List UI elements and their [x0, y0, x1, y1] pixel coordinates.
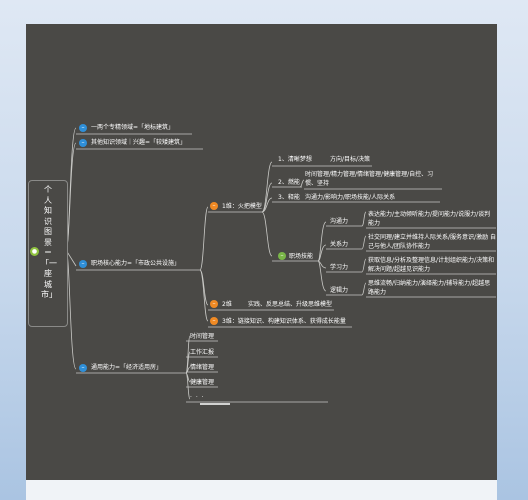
skill-name[interactable]: 逻辑力 [330, 287, 349, 294]
minus-icon[interactable]: – [79, 124, 87, 132]
more-items-ellipsis[interactable]: · · · [190, 394, 205, 401]
main-node-core-ability[interactable]: 职场核心能力=「市政公共设施」 [91, 260, 181, 267]
root-node[interactable]: ● 个人知识图景＝「一座城市」 [28, 180, 68, 327]
minus-icon[interactable]: – [210, 300, 218, 308]
main-node-interests[interactable]: 其他知识领域｜兴趣=「较矮建筑」 [91, 139, 187, 146]
skill-name[interactable]: 沟通力 [330, 218, 349, 225]
torch-mfuel-text: 沟通力/影响力/职场技能/人际关系 [305, 194, 396, 201]
main-node-general-ability[interactable]: 通用能力=「经济适用房」 [91, 364, 163, 371]
skill-desc: 表达能力/主动倾听能力/提问能力/说服力/谈判能力 [368, 211, 491, 227]
mindmap-icon: ● [30, 247, 39, 256]
torch-clear-text: 方向/目标/决策 [330, 156, 371, 163]
skill-desc: 社交同理/建立并维持人际关系/服务意识/激励 自己与他人/团队协作能力 [368, 234, 496, 250]
canvas-bottom-strip [26, 480, 497, 500]
general-item[interactable]: 工作汇报 [190, 349, 215, 356]
dim-node-2-desc: 实践、反思总结、升级思维模型 [248, 301, 333, 308]
skill-name[interactable]: 学习力 [330, 264, 349, 271]
main-node-landmark[interactable]: 一两个专精领域=「地标建筑」 [91, 124, 175, 131]
minus-icon[interactable]: – [79, 364, 87, 372]
torch-mfuel-label[interactable]: 3、释能 [278, 194, 300, 201]
general-item[interactable]: 健康管理 [190, 379, 215, 386]
torch-fuel-text: 时间管理/精力管理/情绪管理/健康管理/自控、习惯、坚持 [305, 171, 434, 187]
general-item[interactable]: 时间管理 [190, 333, 215, 340]
general-item[interactable]: 情绪管理 [190, 364, 215, 371]
minus-icon[interactable]: – [278, 252, 286, 260]
mindmap-canvas [26, 24, 497, 480]
skill-desc: 获取信息/分析及整理信息/计划组织能力/决策和解决问题/超越见识能力 [368, 257, 495, 273]
skill-name[interactable]: 关系力 [330, 241, 349, 248]
root-title: 个人知识图景＝「一座城市」 [41, 185, 57, 299]
skills-node[interactable]: 职场技能 [289, 253, 314, 260]
minus-icon[interactable]: – [79, 260, 87, 268]
minus-icon[interactable]: – [79, 139, 87, 147]
minus-icon[interactable]: – [210, 202, 218, 210]
torch-clear-label[interactable]: 1、清晰梦想 [278, 156, 312, 163]
torch-fuel-label[interactable]: 2、燃能 [278, 179, 300, 186]
dim-node-3[interactable]: 3维：链接知识、构建知识体系、获得成长能量 [222, 318, 346, 325]
dim-node-2[interactable]: 2维 [222, 301, 232, 308]
skill-desc: 思维流畅/归纳能力/演绎能力/辅导能力/超越思路能力 [368, 280, 491, 296]
dim-node-1[interactable]: 1维：火把模型 [222, 203, 262, 210]
minus-icon[interactable]: – [210, 317, 218, 325]
